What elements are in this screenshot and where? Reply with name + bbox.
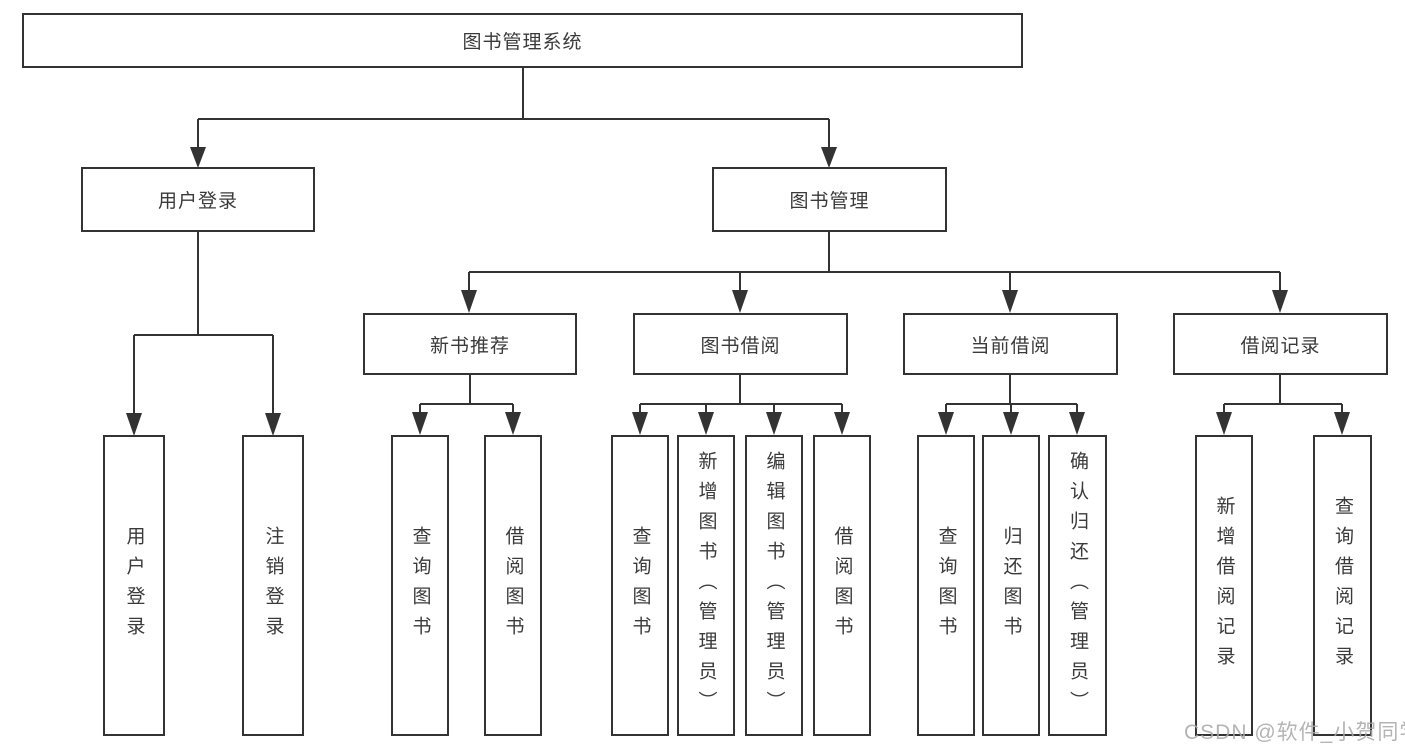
arrow-down-icon [732,290,748,313]
arrow-down-icon [1069,412,1085,435]
leaf-add-borrow-record: 新增借阅记录 [1195,435,1253,736]
connector-line [639,375,843,414]
node-current-borrow: 当前借阅 [903,313,1118,375]
leaf-borrow-books: 借阅图书 [813,435,871,736]
leaf-query-books-borrow: 查询图书 [611,435,669,736]
arrow-down-icon [1002,290,1018,313]
node-book-management: 图书管理 [712,167,947,232]
node-user-login: 用户登录 [81,167,315,232]
arrow-down-icon [1216,412,1232,435]
arrow-down-icon [821,147,837,168]
connector-book-borrow-split [632,375,850,435]
arrow-down-icon [190,147,206,168]
connector-new-book-recommend-split [412,375,521,435]
arrow-down-icon [1334,412,1350,435]
leaf-logout: 注销登录 [242,435,304,736]
arrow-down-icon [938,412,954,435]
arrow-down-icon [632,412,648,435]
connector-line [133,232,274,415]
node-new-book-recommend: 新书推荐 [363,313,577,375]
leaf-confirm-return-admin: 确认归还（管理员） [1048,435,1107,736]
arrow-down-icon [1272,290,1288,313]
arrow-down-icon [1003,412,1019,435]
arrow-down-icon [834,412,850,435]
leaf-query-books-current: 查询图书 [917,435,975,736]
connector-borrow-records-split [1216,375,1350,435]
node-borrow-records: 借阅记录 [1173,313,1388,375]
arrow-down-icon [698,412,714,435]
connector-user-login-split [126,232,281,436]
connector-line [197,68,830,149]
arrow-down-icon [126,413,142,436]
leaf-user-login: 用户登录 [103,435,165,736]
connector-line [1223,375,1343,414]
connector-line [945,375,1078,414]
arrow-down-icon [412,412,428,435]
leaf-return-books: 归还图书 [982,435,1040,736]
connector-line [419,375,514,414]
watermark: CSDN @软件_小贺同学 [1184,721,1405,744]
connector-book-management-split [461,232,1288,313]
leaf-edit-books-admin: 编辑图书（管理员） [745,435,803,736]
arrow-down-icon [505,412,521,435]
connector-line [468,232,1281,292]
leaf-add-books-admin: 新增图书（管理员） [677,435,735,736]
node-root: 图书管理系统 [22,13,1023,68]
leaf-query-books-recommend: 查询图书 [391,435,449,736]
leaf-query-borrow-record: 查询借阅记录 [1313,435,1372,736]
node-book-borrow: 图书借阅 [633,313,848,375]
arrow-down-icon [461,290,477,313]
connector-current-borrow-split [938,375,1085,435]
arrow-down-icon [265,413,281,436]
connector-root-split [190,68,837,168]
arrow-down-icon [766,412,782,435]
leaf-borrow-books-recommend: 借阅图书 [484,435,542,736]
